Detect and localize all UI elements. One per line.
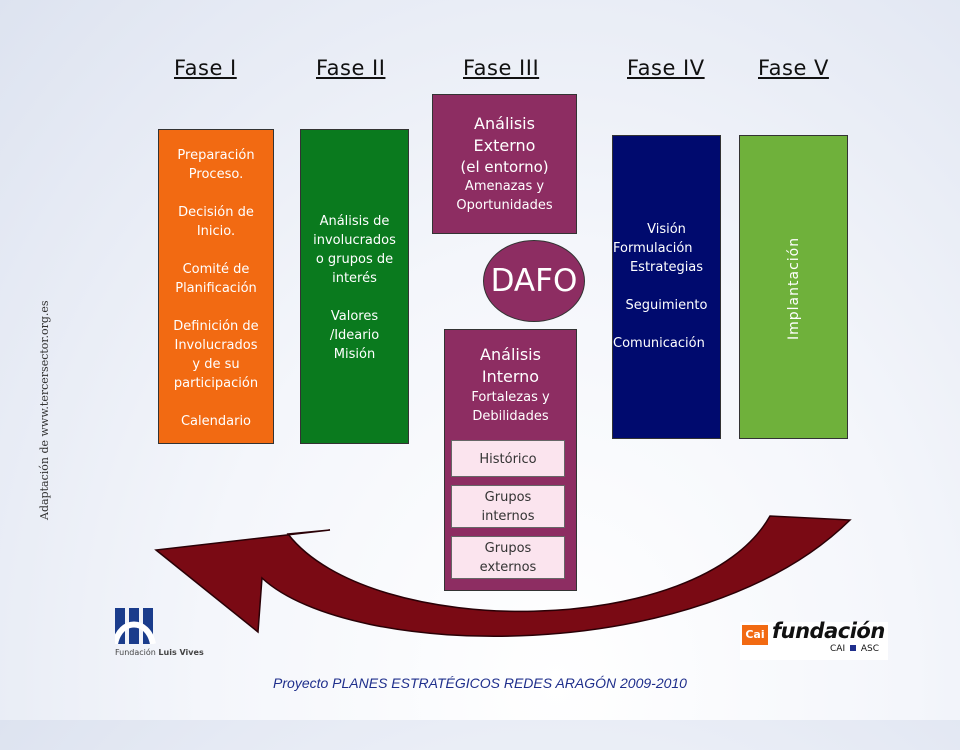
interno-title: Análisis bbox=[480, 345, 541, 364]
cai-square-icon bbox=[849, 645, 856, 651]
fase1-line: y de su bbox=[192, 357, 240, 372]
fase1-line: Proceso. bbox=[188, 167, 244, 182]
analisis-externo-box: Análisis Externo (el entorno) Amenazas y… bbox=[432, 94, 577, 234]
phase-header-5: Fase V bbox=[758, 56, 829, 80]
interno-subtitle: Debilidades bbox=[472, 409, 549, 424]
fase2-line: Valores bbox=[330, 309, 379, 324]
interno-item-grupos-internos: Grupos internos bbox=[451, 485, 565, 528]
fase4-line: Visión bbox=[647, 222, 686, 237]
interno-title: Interno bbox=[481, 367, 540, 386]
fase1-line: Planificación bbox=[175, 281, 257, 296]
fase1-line: Preparación bbox=[177, 148, 255, 163]
phase-header-2: Fase II bbox=[316, 56, 386, 80]
externo-title: Externo bbox=[473, 136, 536, 155]
fase2-line: interés bbox=[332, 271, 377, 286]
logo-luis-vives-text: Fundación Luis Vives bbox=[115, 648, 204, 657]
fase4-line: Formulación bbox=[613, 241, 693, 256]
fase1-line: Comité de bbox=[182, 262, 250, 277]
dafo-ellipse: DAFO bbox=[483, 240, 585, 322]
fase1-box: Preparación Proceso. Decisión de Inicio.… bbox=[158, 129, 274, 444]
externo-title: (el entorno) bbox=[460, 158, 549, 176]
fase4-line: Comunicación bbox=[613, 336, 705, 351]
fase4-box: Visión Formulación Estrategias Seguimien… bbox=[612, 135, 721, 439]
fase2-box: Análisis de involucrados o grupos de int… bbox=[300, 129, 409, 444]
footer-project-title: Proyecto PLANES ESTRATÉGICOS REDES ARAGÓ… bbox=[273, 675, 687, 691]
item-line: Grupos bbox=[484, 490, 532, 505]
fase1-line: Decisión de bbox=[178, 205, 254, 220]
feedback-arrow bbox=[154, 515, 852, 638]
logo-luis-vives: Fundación Luis Vives bbox=[115, 608, 225, 658]
cai-icon: Cai bbox=[742, 625, 768, 645]
cai-name: fundación bbox=[772, 619, 885, 643]
fase1-line: Calendario bbox=[180, 414, 252, 429]
arrow-shape bbox=[154, 515, 852, 638]
interno-subtitle: Fortalezas y bbox=[471, 390, 550, 405]
externo-subtitle: Amenazas y bbox=[464, 179, 545, 194]
externo-title: Análisis bbox=[474, 114, 535, 133]
fase4-line: Seguimiento bbox=[625, 298, 708, 313]
logo-fundacion-cai: Cai fundación CAI ASC bbox=[740, 619, 888, 660]
luis-vives-emblem-icon bbox=[115, 608, 156, 644]
fase2-line: Misión bbox=[333, 347, 376, 362]
fase4-line: Estrategias bbox=[629, 260, 704, 275]
fase2-text: Análisis de involucrados o grupos de int… bbox=[301, 212, 408, 364]
cai-sub: CAI ASC bbox=[830, 644, 880, 654]
item-line: externos bbox=[479, 560, 537, 575]
fase1-line: Definición de bbox=[173, 319, 259, 334]
fase1-text: Preparación Proceso. Decisión de Inicio.… bbox=[159, 146, 273, 431]
phase-header-3: Fase III bbox=[463, 56, 540, 80]
interno-item-grupos-externos: Grupos externos bbox=[451, 536, 565, 579]
fase2-line: Análisis de bbox=[319, 214, 390, 229]
fase1-line: participación bbox=[173, 376, 259, 391]
phase-header-1: Fase I bbox=[174, 56, 237, 80]
item-line: Grupos bbox=[484, 541, 532, 556]
fase5-box: Implantación bbox=[739, 135, 848, 439]
fase2-line: /Ideario bbox=[329, 328, 380, 343]
fase2-line: involucrados bbox=[313, 233, 396, 248]
fase1-line: Involucrados bbox=[174, 338, 258, 353]
item-line: internos bbox=[481, 509, 535, 524]
fase1-line: Inicio. bbox=[196, 224, 236, 239]
fase2-line: o grupos de bbox=[315, 252, 394, 267]
interno-item-historico: Histórico bbox=[451, 440, 565, 477]
phase-header-4: Fase IV bbox=[627, 56, 705, 80]
externo-subtitle: Oportunidades bbox=[456, 198, 553, 213]
